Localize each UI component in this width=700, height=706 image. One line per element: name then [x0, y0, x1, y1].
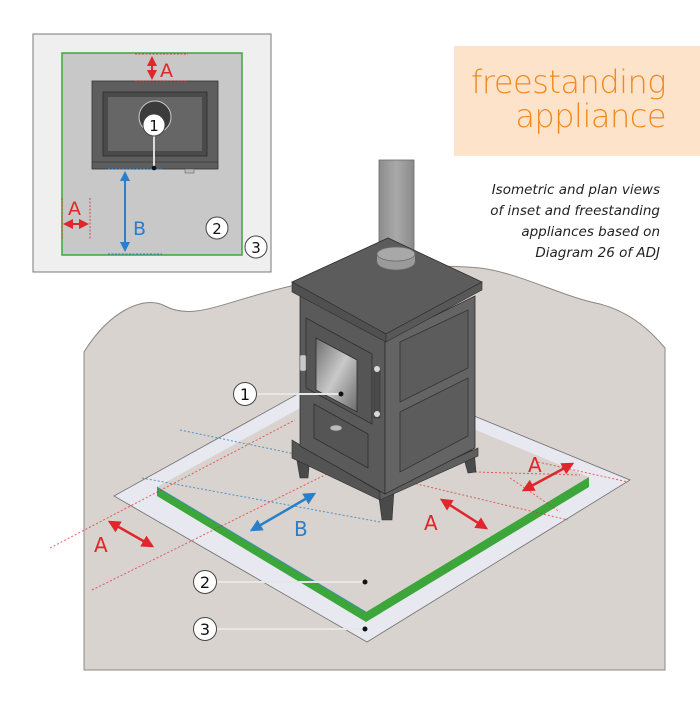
plan-callout-3	[244, 235, 268, 259]
caption-line-1: Isometric and plan views	[491, 182, 660, 198]
plan-callout-1-number: 1	[149, 117, 159, 135]
iso-callout-1: 1	[233, 382, 344, 406]
plan-label-b: B	[133, 218, 146, 240]
iso-callout-3: 3	[193, 617, 368, 641]
plan-callout-2-number: 2	[212, 220, 222, 238]
iso-label-a-right: A	[528, 453, 542, 477]
iso-label-a-front: A	[424, 511, 438, 535]
iso-callout-3-number: 3	[200, 620, 210, 639]
title-line-1: freestanding	[471, 63, 666, 101]
hearth-edge-green-right	[366, 477, 589, 622]
iso-dimension-a-left: A	[94, 520, 155, 557]
iso-label-b: B	[294, 517, 308, 541]
caption-line-3: appliances based on	[521, 224, 660, 240]
caption: Isometric and plan views of inset and fr…	[400, 180, 660, 264]
plan-label-a-top: A	[160, 60, 173, 82]
iso-label-a-left: A	[94, 533, 108, 557]
iso-dimension-b: B	[249, 492, 317, 541]
plan-label-a-left: A	[68, 198, 81, 220]
plan-view-inset: A A B 1 2 3	[32, 33, 272, 273]
iso-callout-1-number: 1	[240, 385, 250, 404]
hearth-edge-green-left	[157, 487, 366, 622]
title-line-2: appliance	[515, 97, 666, 135]
plan-callout-3-number: 3	[251, 239, 261, 257]
iso-callout-2-number: 2	[200, 573, 210, 592]
iso-dimension-a-right: A	[521, 453, 575, 492]
plan-callout-1	[142, 113, 166, 137]
stove-appliance	[291, 159, 483, 521]
caption-line-4: Diagram 26 of ADJ	[535, 245, 660, 261]
title-box: freestanding appliance	[454, 46, 700, 156]
plan-callout-2	[205, 216, 229, 240]
iso-callout-2: 2	[193, 570, 368, 594]
caption-line-2: of inset and freestanding	[490, 203, 660, 219]
iso-dimension-a-front: A	[424, 498, 489, 535]
